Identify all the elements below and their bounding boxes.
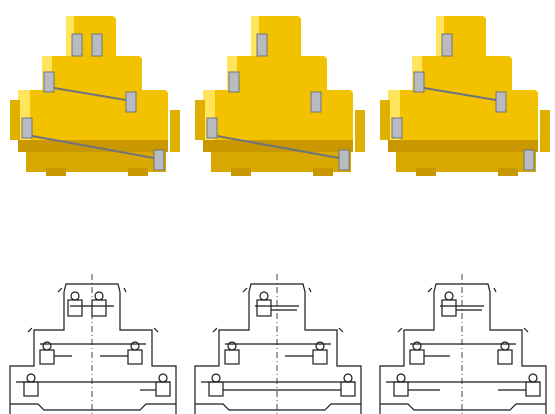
- terminal-block-schematic-1-image: [9, 274, 177, 414]
- terminal-block-photo-1-image: [10, 16, 180, 176]
- terminal-block-schematic-1: [0, 270, 185, 414]
- terminal-block-schematic-3-image: [379, 274, 547, 414]
- terminal-block-schematic-2-image: [194, 274, 362, 414]
- terminal-block-photo-3-image: [380, 16, 550, 176]
- terminal-block-photo-2: [193, 0, 370, 192]
- terminal-block-photo-2-image: [195, 16, 365, 176]
- terminal-block-photo-1: [8, 0, 185, 192]
- terminal-block-photo-3: [378, 0, 555, 192]
- terminal-block-schematic-3: [370, 270, 555, 414]
- terminal-block-schematic-2: [185, 270, 370, 414]
